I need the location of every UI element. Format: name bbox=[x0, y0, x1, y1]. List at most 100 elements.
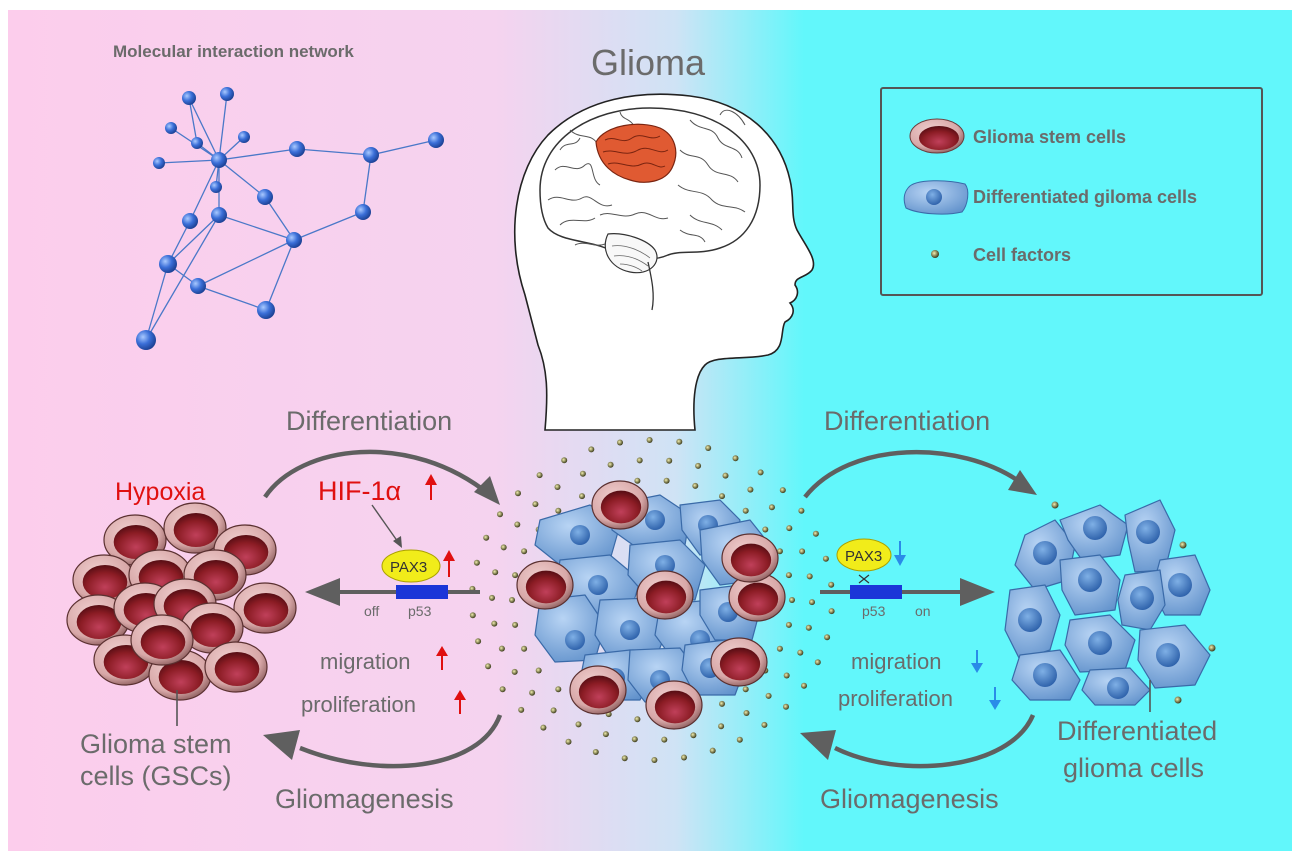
glioma-stem-cell-cluster bbox=[66, 502, 297, 701]
network-node bbox=[238, 131, 250, 143]
stem-cell bbox=[163, 502, 227, 554]
right-migration-label: migration bbox=[851, 649, 941, 674]
network-node bbox=[257, 301, 275, 319]
stem-cell bbox=[591, 480, 649, 530]
legend-diff-cell-icon bbox=[903, 180, 969, 215]
cell-factor-dot bbox=[783, 703, 789, 710]
cell-factor-dot bbox=[512, 572, 519, 579]
brain-fold bbox=[559, 217, 596, 226]
differentiated-cell bbox=[1059, 554, 1121, 616]
cell-factor-dot bbox=[607, 461, 614, 468]
network-edge bbox=[189, 159, 220, 222]
right-gliomagenesis-label: Gliomagenesis bbox=[820, 784, 999, 814]
right-differentiation-arrowhead bbox=[1008, 470, 1037, 495]
cell-factor-dot bbox=[1208, 644, 1216, 652]
central-tumor-diff-cells bbox=[534, 494, 771, 703]
cell-factor-dot bbox=[786, 525, 793, 532]
left-gliomagenesis-arrowhead bbox=[263, 730, 300, 760]
network-edge bbox=[296, 148, 372, 156]
brain-fold bbox=[677, 184, 746, 213]
left-migration-label: migration bbox=[320, 649, 410, 674]
right-migration-down-arrow bbox=[971, 650, 983, 673]
cell-factor-dot bbox=[663, 477, 670, 484]
cell-factor-dot bbox=[742, 686, 749, 693]
network-label: Molecular interaction network bbox=[113, 42, 354, 61]
brain-fold bbox=[547, 196, 613, 207]
differentiated-cell bbox=[534, 594, 606, 663]
central-tumor-stem-cells bbox=[516, 480, 786, 730]
cell-factor-dot bbox=[765, 692, 772, 699]
cell-factor-dot bbox=[554, 484, 561, 490]
cell-factor-dot bbox=[535, 667, 542, 674]
network-node bbox=[211, 152, 227, 168]
differentiated-cell bbox=[1004, 584, 1061, 661]
network-edge bbox=[188, 97, 198, 144]
cell-factor-dot bbox=[491, 620, 498, 627]
network-edge bbox=[264, 196, 295, 241]
cell-factor-dot bbox=[500, 544, 507, 551]
right-pathway-arrowhead bbox=[960, 578, 995, 606]
network-node bbox=[211, 207, 227, 223]
cell-factor-dot bbox=[529, 689, 536, 696]
left-pax3-up-arrow bbox=[443, 550, 455, 577]
network-edge bbox=[167, 214, 220, 265]
differentiated-cell bbox=[1124, 499, 1176, 573]
differentiated-cell bbox=[1151, 554, 1211, 616]
stem-cell bbox=[721, 533, 779, 583]
stem-cell bbox=[728, 572, 786, 622]
cell-factor-dot bbox=[592, 749, 599, 755]
cell-factor-dot bbox=[661, 736, 668, 743]
network-node bbox=[289, 141, 305, 157]
cell-factor-dot bbox=[475, 638, 482, 645]
stem-cell bbox=[72, 554, 136, 606]
cell-factor-dot bbox=[483, 534, 490, 541]
diff-label-line1: Differentiated bbox=[1057, 716, 1217, 746]
differentiated-cell bbox=[1059, 504, 1129, 561]
cell-factor-dot bbox=[532, 501, 539, 508]
cell-factor-dot bbox=[789, 597, 795, 603]
legend-stem-cell-icon bbox=[909, 118, 965, 154]
network-edge bbox=[218, 93, 228, 161]
cell-factor-dot bbox=[828, 581, 835, 588]
cell-factor-dot bbox=[509, 597, 515, 603]
hif-label: HIF-1α bbox=[318, 476, 401, 506]
network-node bbox=[220, 87, 234, 101]
network-edge bbox=[158, 159, 220, 164]
left-pathway-arrowhead bbox=[305, 578, 340, 606]
cell-factor-dot bbox=[666, 457, 673, 464]
right-pax3-blocked-mark bbox=[858, 574, 870, 584]
stem-cell bbox=[180, 602, 244, 654]
page-title: Glioma bbox=[591, 42, 706, 83]
stem-cell bbox=[516, 560, 574, 610]
network-node bbox=[355, 204, 371, 220]
right-on-label: on bbox=[915, 603, 931, 619]
left-gliomagenesis-label: Gliomagenesis bbox=[275, 784, 454, 814]
right-pax3-ellipse bbox=[836, 538, 892, 572]
cell-factor-dot bbox=[579, 493, 585, 500]
cell-factor-dot bbox=[514, 521, 521, 528]
network-edge bbox=[218, 159, 266, 198]
left-differentiation-arc bbox=[263, 449, 492, 499]
network-edge bbox=[265, 239, 295, 311]
cell-factor-dot bbox=[785, 572, 792, 579]
cell-factor-dot bbox=[511, 668, 518, 675]
cell-factor-dot bbox=[473, 559, 480, 566]
cell-factor-dot bbox=[719, 700, 725, 707]
cell-factor-dot bbox=[801, 682, 807, 689]
network-edge bbox=[218, 148, 298, 161]
cell-factor-dot bbox=[646, 437, 653, 443]
cell-factor-dot bbox=[742, 507, 749, 514]
left-gliomagenesis-arc bbox=[299, 714, 503, 769]
cell-factor-dot bbox=[617, 439, 623, 446]
cell-factor-dot bbox=[634, 477, 641, 484]
cell-factor-dot bbox=[709, 747, 716, 754]
cell-factor-dot bbox=[828, 608, 835, 615]
stem-cell bbox=[645, 680, 703, 730]
cell-factor-dot bbox=[814, 659, 821, 666]
differentiated-cell bbox=[1117, 569, 1166, 631]
cell-factor-dot bbox=[588, 446, 595, 453]
network-edge bbox=[188, 97, 220, 161]
gsc-label-line1: Glioma stem bbox=[80, 729, 232, 759]
